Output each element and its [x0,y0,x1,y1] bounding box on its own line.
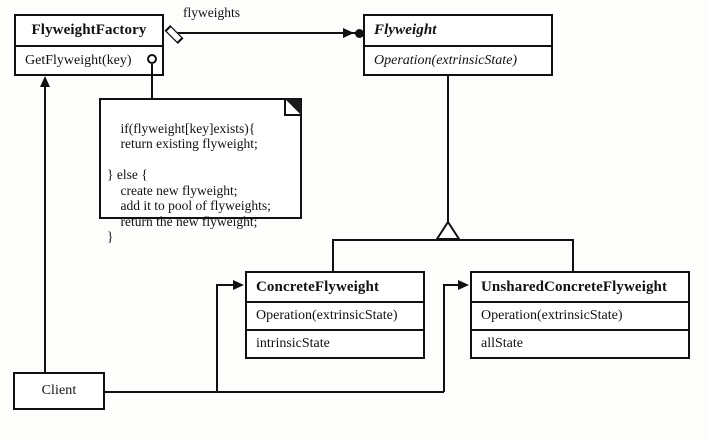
client-factory-arrowhead-icon [40,76,50,87]
note-box: if(flyweight[key]exists){ return existin… [99,98,302,244]
aggregation-label: flyweights [183,5,240,20]
aggregation-arrowhead-icon [343,28,354,38]
class-concrete-flyweight-operation-0: Operation(extrinsicState) [247,301,423,329]
class-unshared-concrete-flyweight-operation-0: Operation(extrinsicState) [472,301,688,329]
note-fold-corner-icon [284,99,301,116]
client-riser-concrete [216,284,218,392]
client-connector-concrete [216,284,234,286]
client-children-bus [105,391,444,393]
aggregation-diamond-icon [164,24,184,45]
class-concrete-flyweight[interactable]: ConcreteFlyweight Operation(extrinsicSta… [245,271,425,359]
note-anchor-line [151,64,153,99]
note-text: if(flyweight[key]exists){ return existin… [107,120,271,245]
aggregation-endpoint-ball-icon [355,29,364,38]
class-flyweight-name: Flyweight [374,22,437,38]
class-concrete-flyweight-attribute-0: intrinsicState [247,329,423,357]
class-client[interactable]: Client [13,372,105,410]
class-flyweight-factory-name: FlyweightFactory [31,22,147,38]
interface-lollipop-icon [147,54,157,64]
class-unshared-concrete-flyweight[interactable]: UnsharedConcreteFlyweight Operation(extr… [470,271,690,359]
generalization-riser-unshared [572,239,574,272]
class-concrete-flyweight-name: ConcreteFlyweight [256,278,380,295]
class-flyweight[interactable]: Flyweight Operation(extrinsicState) [363,14,553,76]
generalization-bus [332,239,574,241]
class-unshared-concrete-flyweight-name: UnsharedConcreteFlyweight [481,278,668,295]
generalization-triangle-icon [435,221,461,240]
client-riser-unshared [443,284,445,392]
class-client-name: Client [41,383,77,398]
generalization-riser-concrete [332,239,334,272]
client-arrowhead-concrete-icon [233,280,244,290]
generalization-stem [447,76,449,225]
class-flyweight-operation-0: Operation(extrinsicState) [365,45,551,74]
class-unshared-concrete-flyweight-attribute-0: allState [472,329,688,357]
client-factory-line [44,87,46,372]
aggregation-line [176,32,360,34]
client-connector-unshared [443,284,459,286]
client-arrowhead-unshared-icon [458,280,469,290]
class-flyweight-factory-operation-0: GetFlyweight(key) [16,45,162,74]
class-flyweight-factory[interactable]: FlyweightFactory GetFlyweight(key) [14,14,164,76]
